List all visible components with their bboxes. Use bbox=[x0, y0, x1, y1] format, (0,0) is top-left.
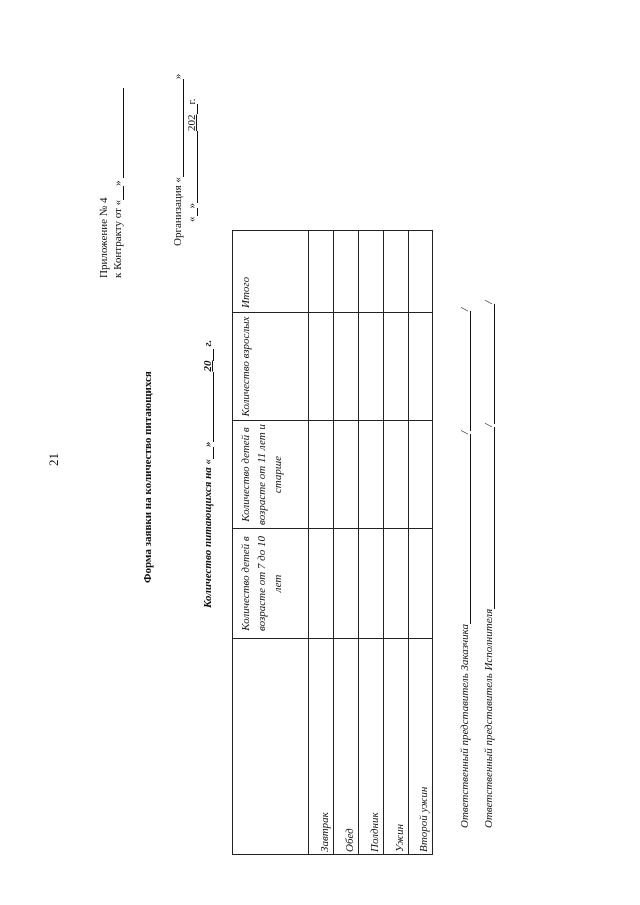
table-cell[interactable] bbox=[308, 420, 334, 529]
page-number: 21 bbox=[46, 453, 61, 466]
table-header-row: Количество детей в возрасте от 7 до 10 л… bbox=[232, 230, 309, 855]
meal-grid: Количество детей в возрасте от 7 до 10 л… bbox=[232, 230, 433, 855]
table-cell[interactable] bbox=[333, 528, 359, 639]
table-cell[interactable] bbox=[333, 420, 359, 529]
table-cell[interactable] bbox=[408, 230, 433, 313]
appendix-line-1: Приложение № 4 bbox=[98, 197, 110, 278]
header-cell-adults: Количество взрослых bbox=[232, 312, 309, 421]
table-cell[interactable] bbox=[333, 312, 359, 421]
organization-date-line: «»202г. bbox=[186, 98, 198, 222]
appendix-line-2: к Контракту от «» bbox=[112, 87, 126, 278]
appendix-header: Приложение № 4 к Контракту от «» bbox=[98, 87, 126, 278]
signature-contractor-label: Ответственный представитель Исполнителя bbox=[483, 608, 495, 828]
table-row: Второй ужин bbox=[408, 230, 433, 855]
table-cell[interactable] bbox=[358, 420, 384, 529]
header-cell-children-7-10: Количество детей в возрасте от 7 до 10 л… bbox=[232, 528, 309, 639]
table-row: Полдник bbox=[358, 230, 384, 855]
table-cell[interactable] bbox=[383, 312, 409, 421]
row-label-snack: Полдник bbox=[358, 638, 384, 855]
table-row: Завтрак bbox=[308, 230, 334, 855]
quantity-line: Количество питающихся на «»20г. bbox=[202, 339, 214, 608]
table-cell[interactable] bbox=[308, 230, 334, 313]
table-cell[interactable] bbox=[358, 230, 384, 313]
row-label-lunch: Обед bbox=[333, 638, 359, 855]
signature-contractor: Ответственный представитель Исполнителя/… bbox=[482, 300, 495, 828]
table-cell[interactable] bbox=[408, 312, 433, 421]
table-cell[interactable] bbox=[383, 528, 409, 639]
table-row: Ужин bbox=[383, 230, 409, 855]
organization-block: Организация «» «»202г. bbox=[172, 74, 200, 246]
header-cell-children-11-plus: Количество детей в возрасте от 11 лет и … bbox=[232, 420, 309, 529]
meal-count-table: Количество детей в возрасте от 7 до 10 л… bbox=[232, 230, 433, 855]
header-cell-total: Итого bbox=[232, 230, 309, 313]
table-cell[interactable] bbox=[408, 420, 433, 529]
table-cell[interactable] bbox=[383, 420, 409, 529]
table-cell[interactable] bbox=[333, 230, 359, 313]
table-cell[interactable] bbox=[358, 528, 384, 639]
row-label-breakfast: Завтрак bbox=[308, 638, 334, 855]
row-label-dinner: Ужин bbox=[383, 638, 409, 855]
table-row: Обед bbox=[333, 230, 359, 855]
header-cell-blank bbox=[232, 638, 309, 855]
form-title: Форма заявки на количество питающихся bbox=[142, 371, 154, 583]
signature-customer: Ответственный представитель Заказчика// bbox=[458, 307, 471, 828]
signature-customer-label: Ответственный представитель Заказчика bbox=[459, 623, 471, 828]
table-cell[interactable] bbox=[358, 312, 384, 421]
organization-line: Организация «» bbox=[172, 73, 184, 246]
table-cell[interactable] bbox=[408, 528, 433, 639]
table-cell[interactable] bbox=[308, 312, 334, 421]
table-cell[interactable] bbox=[383, 230, 409, 313]
table-cell[interactable] bbox=[308, 528, 334, 639]
row-label-second-dinner: Второй ужин bbox=[408, 638, 433, 855]
